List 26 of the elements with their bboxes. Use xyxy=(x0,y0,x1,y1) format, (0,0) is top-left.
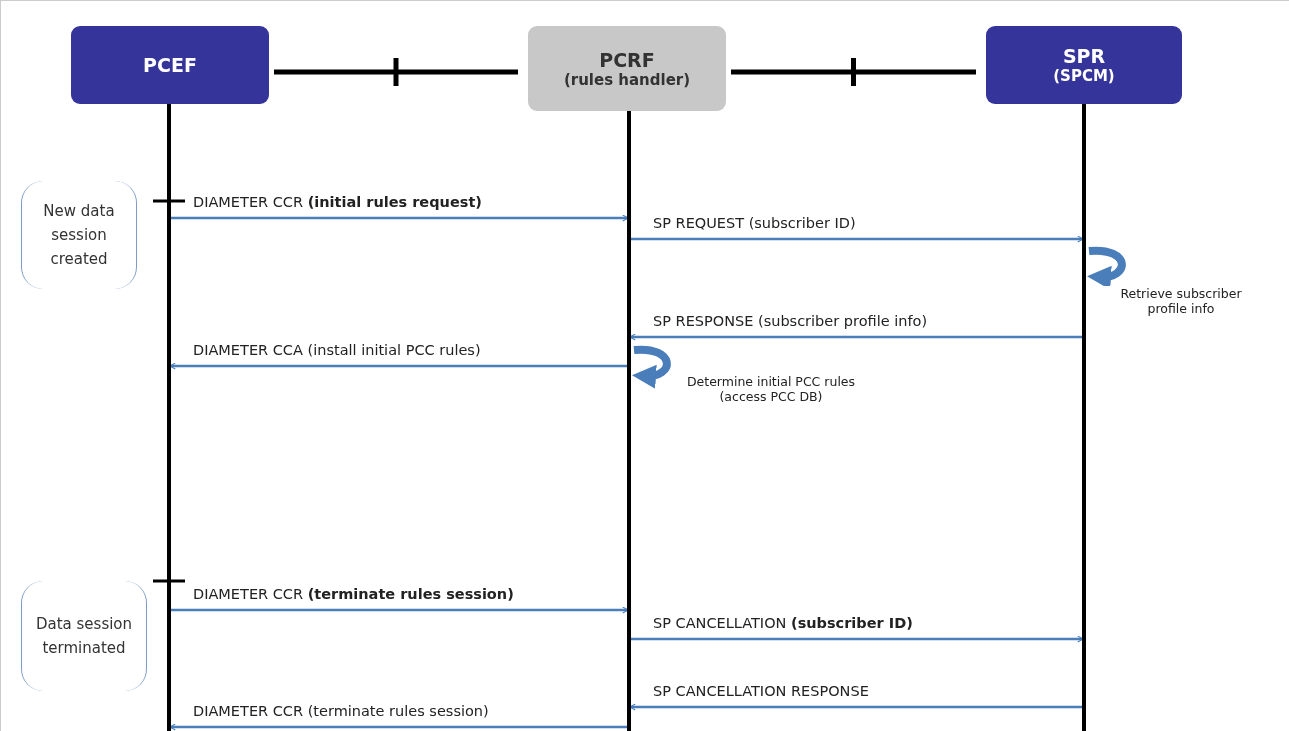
participant-name: PCRF xyxy=(599,48,655,71)
message-label: DIAMETER CCA (install initial PCC rules) xyxy=(191,342,483,358)
message-arrow xyxy=(170,606,629,614)
participant-subtitle: (SPCM) xyxy=(1053,67,1115,85)
note-text: Data session terminated xyxy=(34,614,134,659)
interface-line xyxy=(731,58,976,86)
message-label: DIAMETER CCR (terminate rules session) xyxy=(191,703,491,719)
message-label: DIAMETER CCR (initial rules request) xyxy=(191,194,484,210)
message-arrow xyxy=(169,362,628,370)
message-arrow xyxy=(629,333,1083,341)
message-arrow xyxy=(630,635,1084,643)
self-loop-arrow xyxy=(1087,246,1126,289)
participant-subtitle: (rules handler) xyxy=(563,70,691,89)
message-label: SP CANCELLATION RESPONSE xyxy=(651,683,871,699)
interface-line xyxy=(274,58,518,86)
message-label: SP REQUEST (subscriber ID) xyxy=(651,215,858,231)
note-text: New data session created xyxy=(42,201,116,270)
message-label: SP CANCELLATION (subscriber ID) xyxy=(651,615,915,631)
message-label: DIAMETER CCR (terminate rules session) xyxy=(191,586,516,602)
message-arrow xyxy=(169,723,628,731)
participant-name: SPR xyxy=(1062,45,1106,67)
message-arrow xyxy=(170,214,629,222)
message-arrow xyxy=(630,235,1084,243)
participant-name: PCEF xyxy=(143,54,197,76)
self-loop-arrow xyxy=(632,345,671,388)
message-arrow xyxy=(629,703,1083,711)
